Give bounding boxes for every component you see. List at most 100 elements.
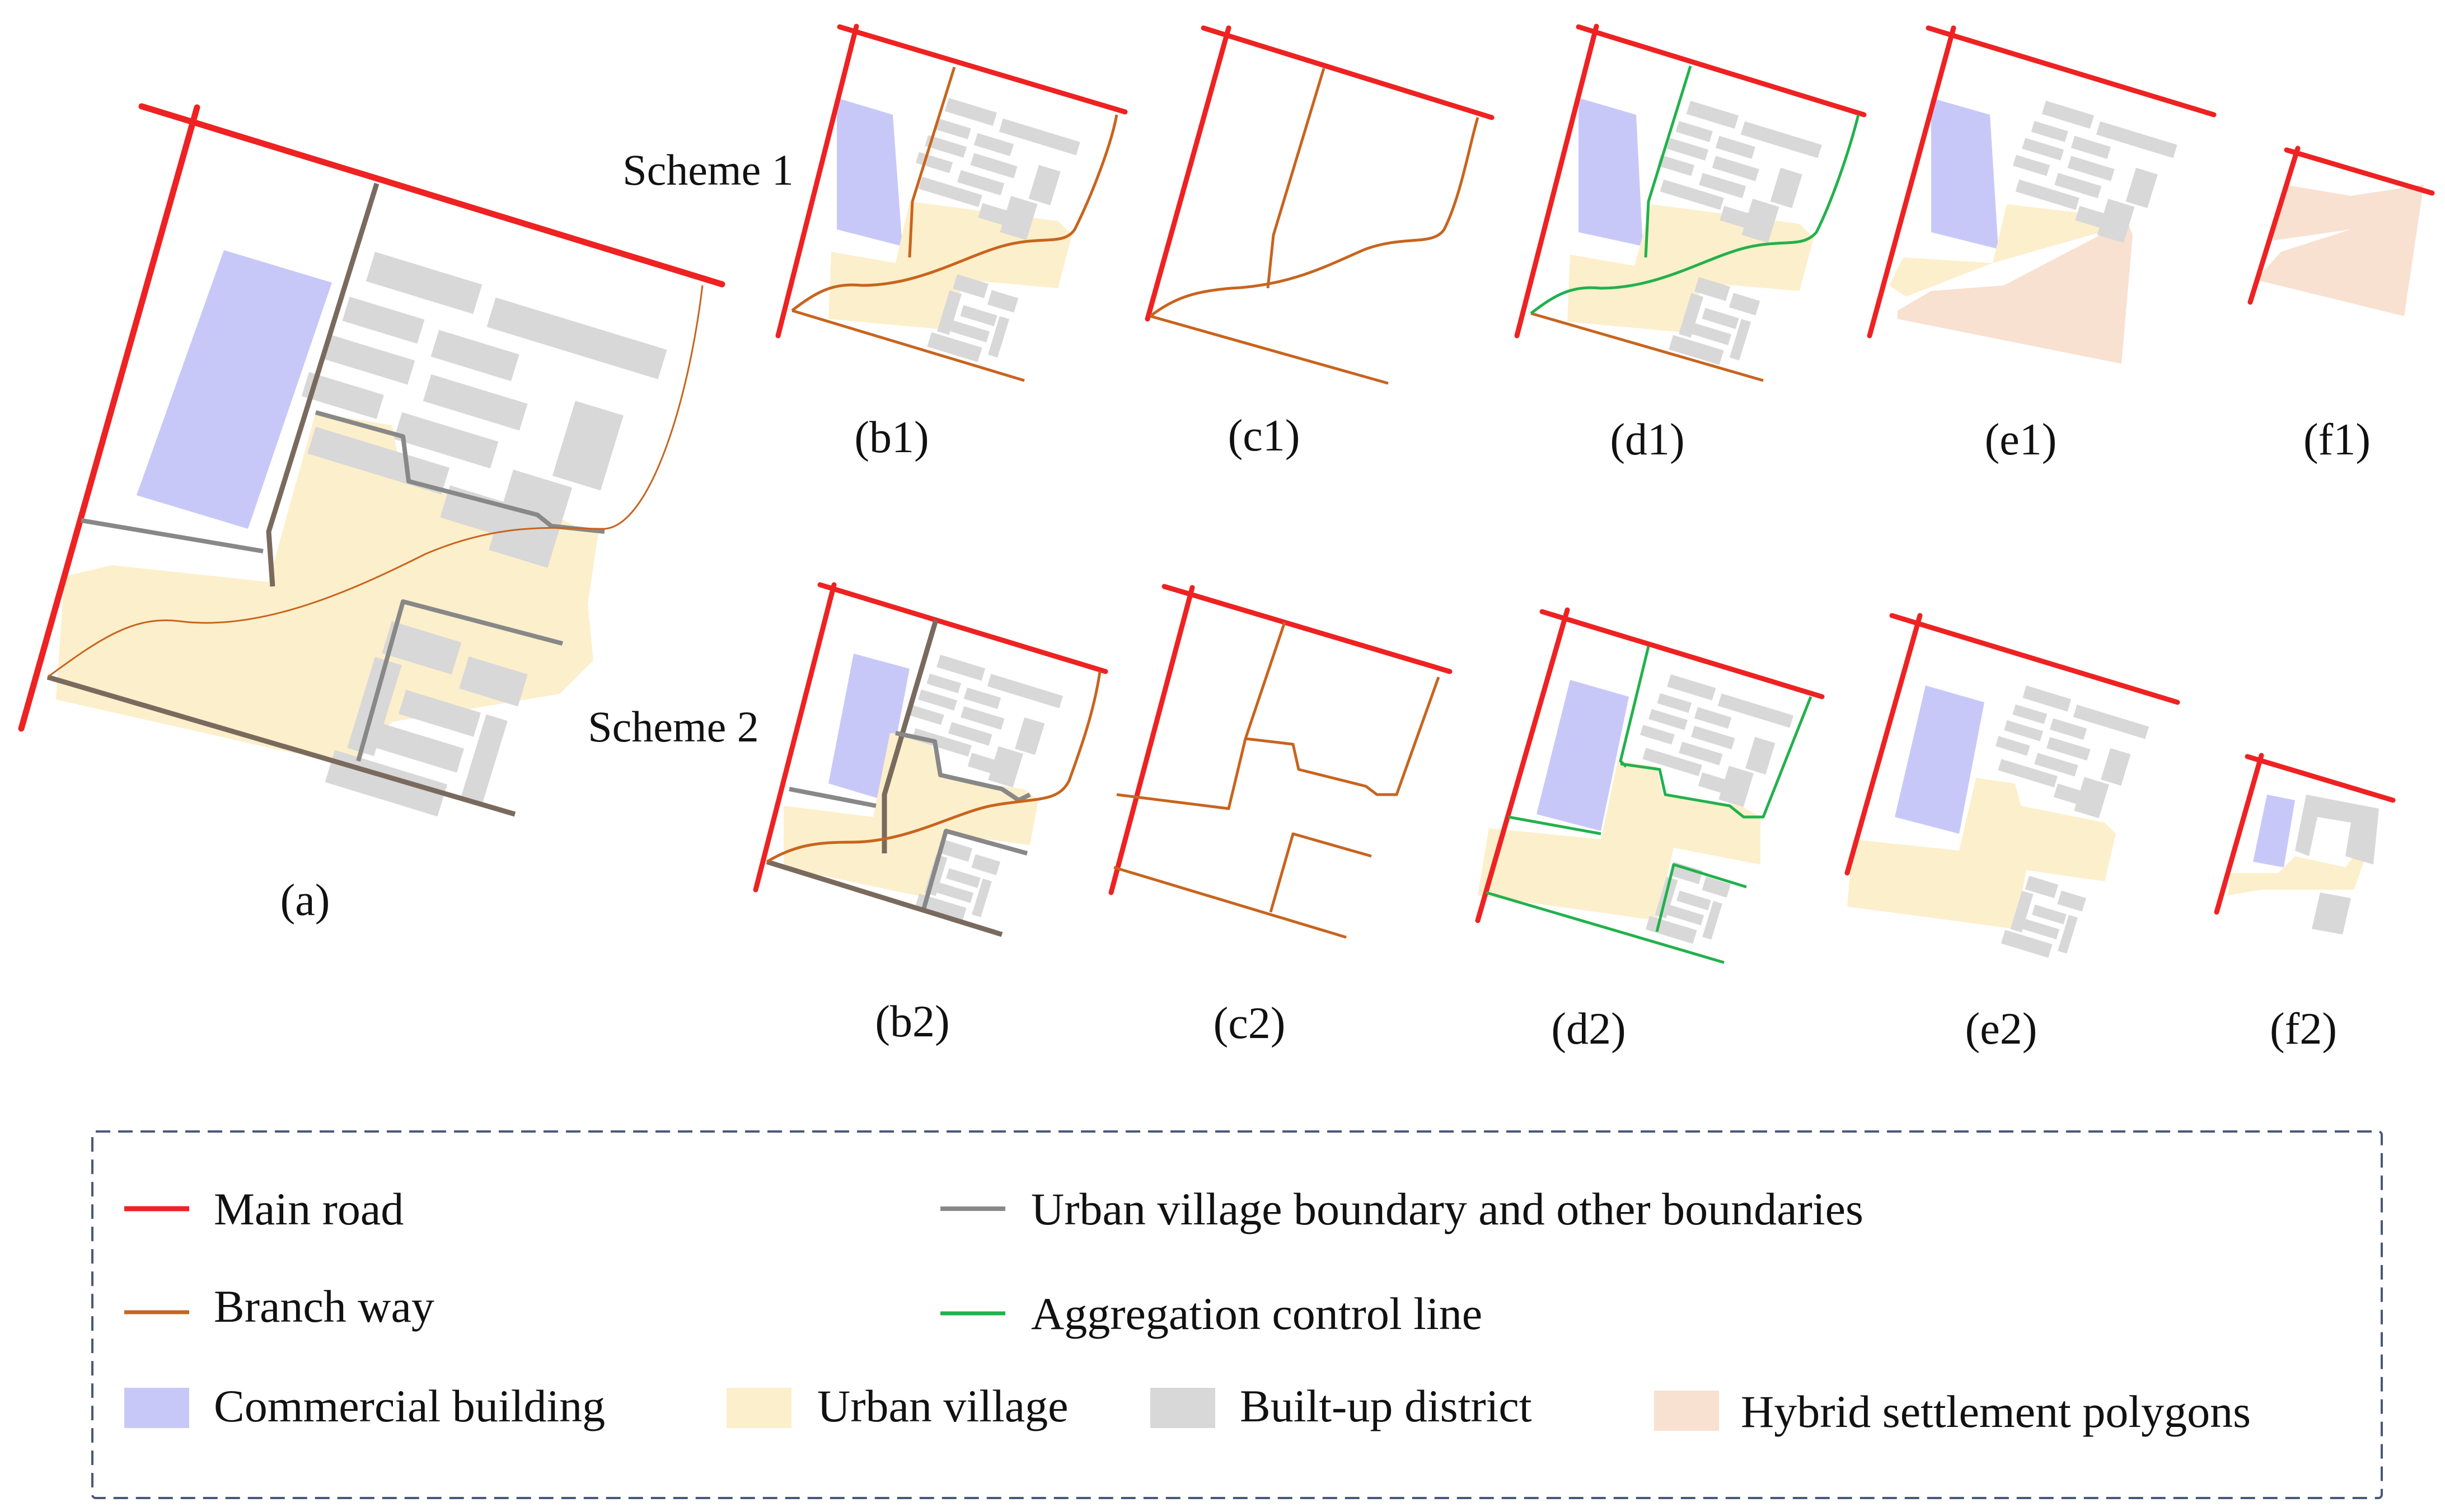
panel-b2 [753, 582, 1108, 937]
boundary-line [81, 518, 264, 553]
branch-way [1149, 117, 1479, 317]
main-road [1889, 613, 2180, 705]
panel-d2 [1475, 607, 1825, 964]
branch-way [1150, 314, 1389, 385]
panel-e2 [1844, 613, 2180, 964]
branch-way [1269, 832, 1372, 913]
legend-main-road-label: Main road [214, 1184, 404, 1234]
boundary-line [921, 829, 1028, 910]
main-road [1475, 607, 1570, 923]
main-road [1539, 609, 1825, 699]
main-road [2245, 754, 2396, 803]
commercial-building [2253, 795, 2295, 867]
panel-f2 [2214, 753, 2396, 935]
branch-way [1245, 677, 1440, 796]
main-road [837, 24, 1128, 115]
urban-village-area [1847, 778, 2116, 929]
main-road [1201, 25, 1495, 120]
legend-commercial-label: Commercial building [214, 1380, 605, 1431]
aggregation-control-line [1530, 114, 1860, 314]
urban-village-area [1478, 761, 1760, 921]
panel-d1 [1514, 24, 1867, 382]
branch-way [1266, 68, 1325, 289]
aggregation-control-line [1644, 65, 1692, 258]
built-up-district [2295, 795, 2379, 865]
main-road [1576, 24, 1867, 118]
urban-village-area [56, 412, 599, 761]
panel-label-d2: (d2) [1551, 1004, 1626, 1054]
boundary-line [789, 787, 877, 808]
branch-way [1116, 622, 1286, 810]
built-up-district [2312, 893, 2351, 935]
panel-label-f2: (f2) [2270, 1004, 2337, 1054]
scheme-1-label: Scheme 1 [622, 145, 793, 194]
main-road [775, 24, 859, 339]
commercial-building [137, 250, 332, 529]
hybrid-settlement-polygon [1898, 221, 2133, 364]
main-road [817, 582, 1108, 674]
legend-commercial-swatch [124, 1388, 189, 1428]
main-road [1926, 25, 2217, 118]
main-road [1145, 25, 1231, 322]
boundary-line [356, 599, 564, 762]
panel-label-d1: (d1) [1610, 415, 1684, 464]
main-road [1867, 25, 1956, 339]
main-road [1161, 584, 1453, 674]
boundary-line [895, 731, 1031, 802]
branch-way [766, 671, 1102, 863]
branch-way [908, 67, 956, 258]
panel-c2 [1108, 584, 1453, 939]
boundary-line [315, 410, 605, 534]
boundary-line [46, 674, 516, 817]
hybrid-settlement-polygon [2256, 185, 2424, 316]
commercial-building [1895, 685, 1984, 834]
panel-label-c2: (c2) [1214, 999, 1286, 1048]
panel-f1 [2247, 145, 2435, 316]
panel-a [18, 103, 725, 830]
legend: Main road Branch way Urban village bound… [91, 1130, 2383, 1499]
urban-village-area [1889, 204, 2130, 297]
main-road [18, 104, 200, 732]
panel-label-e1: (e1) [1985, 415, 2057, 464]
legend-frame [91, 1130, 2383, 1499]
branch-way [1113, 866, 1347, 939]
panel-e1 [1867, 25, 2217, 364]
commercial-building [1537, 680, 1629, 831]
branch-way [1530, 312, 1764, 382]
legend-hybrid-swatch [1654, 1391, 1719, 1431]
commercial-building [1579, 98, 1643, 246]
panel-label-a: (a) [280, 876, 330, 925]
aggregation-control-line [1620, 696, 1812, 819]
urban-village-area [2228, 848, 2365, 895]
legend-boundary-label: Urban village boundary and other boundar… [1031, 1184, 1863, 1234]
panel-label-f1: (f1) [2303, 415, 2371, 464]
panel-label-b2: (b2) [875, 997, 949, 1046]
commercial-building [1931, 98, 1998, 249]
panel-b1 [775, 24, 1128, 382]
main-road [1108, 585, 1195, 895]
branch-way [791, 309, 1025, 382]
legend-urban-village-swatch [727, 1388, 791, 1428]
boundary-line [766, 859, 1003, 937]
panel-label-b1: (b1) [854, 413, 929, 462]
panel-label-c1: (c1) [1228, 411, 1300, 461]
aggregation-control-line [1486, 891, 1725, 964]
panel-c1 [1145, 25, 1495, 385]
legend-built-up-swatch [1150, 1388, 1215, 1428]
branch-way [47, 285, 704, 678]
scheme-2-label: Scheme 2 [588, 702, 758, 751]
legend-built-up-label: Built-up district [1240, 1380, 1532, 1431]
branch-way [791, 114, 1118, 312]
aggregation-control-line [1655, 863, 1747, 932]
commercial-building [837, 98, 902, 246]
boundary-line [882, 619, 939, 853]
boundary-line [266, 182, 380, 587]
legend-aggregation-label: Aggregation control line [1031, 1288, 1482, 1339]
legend-hybrid-label: Hybrid settlement polygons [1741, 1386, 2251, 1437]
panel-label-e2: (e2) [1965, 1004, 2038, 1054]
main-road [1844, 613, 1923, 876]
legend-urban-village-label: Urban village [817, 1380, 1069, 1431]
main-road [2247, 145, 2301, 305]
main-road [2284, 147, 2435, 196]
